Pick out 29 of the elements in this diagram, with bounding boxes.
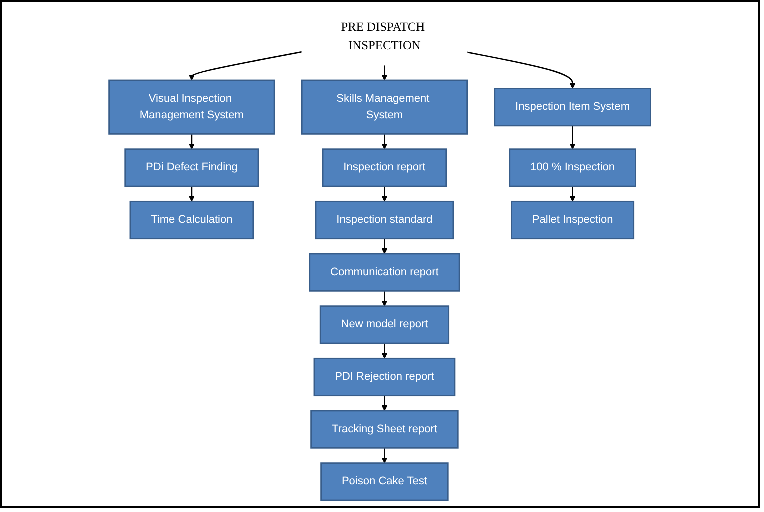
node-box: PDi Defect Finding: [124, 148, 260, 188]
node-box: Poison Cake Test: [320, 462, 449, 502]
node-box: Visual Inspection Management System: [108, 80, 276, 135]
node-box: Pallet Inspection: [511, 200, 635, 240]
arrow: [382, 396, 388, 412]
arrow: [382, 238, 388, 254]
node-box: Tracking Sheet report: [310, 410, 459, 449]
arrow: [188, 51, 302, 81]
arrow: [382, 134, 388, 150]
node-box: Inspection Item System: [494, 88, 652, 127]
arrow: [467, 52, 576, 90]
arrow: [382, 186, 388, 202]
arrow: [570, 186, 576, 202]
node-box: 100 % Inspection: [509, 148, 636, 188]
arrow: [188, 186, 195, 202]
node-box: PDI Rejection report: [314, 358, 456, 397]
node-box: New model report: [320, 306, 450, 344]
node-box: Communication report: [309, 253, 460, 292]
node-box: Inspection standard: [315, 200, 454, 240]
arrow: [382, 344, 388, 359]
arrow: [570, 126, 576, 150]
arrow: [188, 134, 195, 150]
node-text: PRE DISPATCH INSPECTION: [341, 20, 426, 52]
node-box: Time Calculation: [130, 200, 254, 240]
node-box: Skills Management System: [301, 80, 468, 135]
arrow: [382, 65, 388, 81]
node-box: Inspection report: [322, 148, 448, 188]
arrow: [382, 448, 388, 464]
arrow: [382, 291, 388, 307]
